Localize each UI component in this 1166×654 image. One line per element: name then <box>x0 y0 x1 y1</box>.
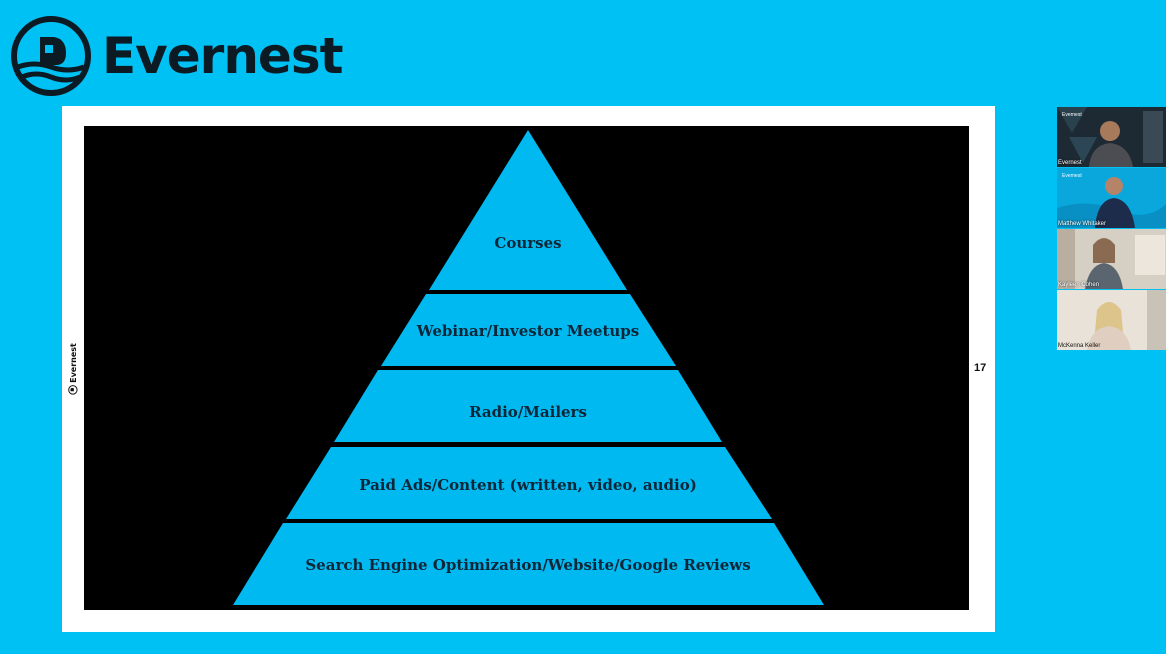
evernest-small-icon <box>68 385 78 395</box>
participant-name: McKenna Keller <box>1058 343 1101 349</box>
participant-name: Kayleen Cohen <box>1058 282 1100 288</box>
pyramid-level-4-label: Paid Ads/Content (written, video, audio) <box>359 476 697 494</box>
participant-name: Evernest <box>1058 160 1082 166</box>
participant-video <box>1057 290 1166 350</box>
shared-slide: Evernest Courses Webinar/Investor Meetup… <box>62 106 995 632</box>
slide-page-number: 17 <box>974 362 987 374</box>
participant-brand: Evernest <box>1062 112 1082 118</box>
participant-video <box>1057 229 1166 289</box>
participant-tile[interactable]: McKenna Keller <box>1057 290 1166 350</box>
participant-brand: Evernest <box>1062 173 1082 179</box>
slide-canvas: Courses Webinar/Investor Meetups Radio/M… <box>84 126 969 610</box>
participant-tile[interactable]: Kayleen Cohen <box>1057 229 1166 289</box>
pyramid-level-5-label: Search Engine Optimization/Website/Googl… <box>305 556 750 574</box>
pyramid-level-2-shape <box>381 294 676 366</box>
slide-side-logo: Evernest <box>62 339 84 399</box>
pyramid-level-2-label: Webinar/Investor Meetups <box>416 322 640 340</box>
participant-tile[interactable]: Evernest Evernest <box>1057 107 1166 167</box>
slide-side-brand: Evernest <box>68 343 78 383</box>
evernest-logo-icon <box>11 16 91 96</box>
participant-video <box>1057 107 1166 167</box>
pyramid-level-3-shape <box>334 370 722 442</box>
participant-panel: Evernest Evernest Evernest Matthew Whita… <box>1057 107 1166 351</box>
pyramid-level-4-shape <box>286 447 772 519</box>
pyramid-level-1-label: Courses <box>494 234 561 252</box>
marketing-pyramid: Courses Webinar/Investor Meetups Radio/M… <box>233 130 824 605</box>
pyramid-level-1-shape <box>429 130 627 290</box>
evernest-logo: Evernest <box>10 14 343 98</box>
participant-tile[interactable]: Evernest Matthew Whitaker <box>1057 168 1166 228</box>
participant-name: Matthew Whitaker <box>1058 221 1107 227</box>
participant-video <box>1057 168 1166 228</box>
brand-name: Evernest <box>102 27 343 85</box>
pyramid-level-5-shape <box>233 523 824 605</box>
pyramid-level-3-label: Radio/Mailers <box>469 403 587 421</box>
